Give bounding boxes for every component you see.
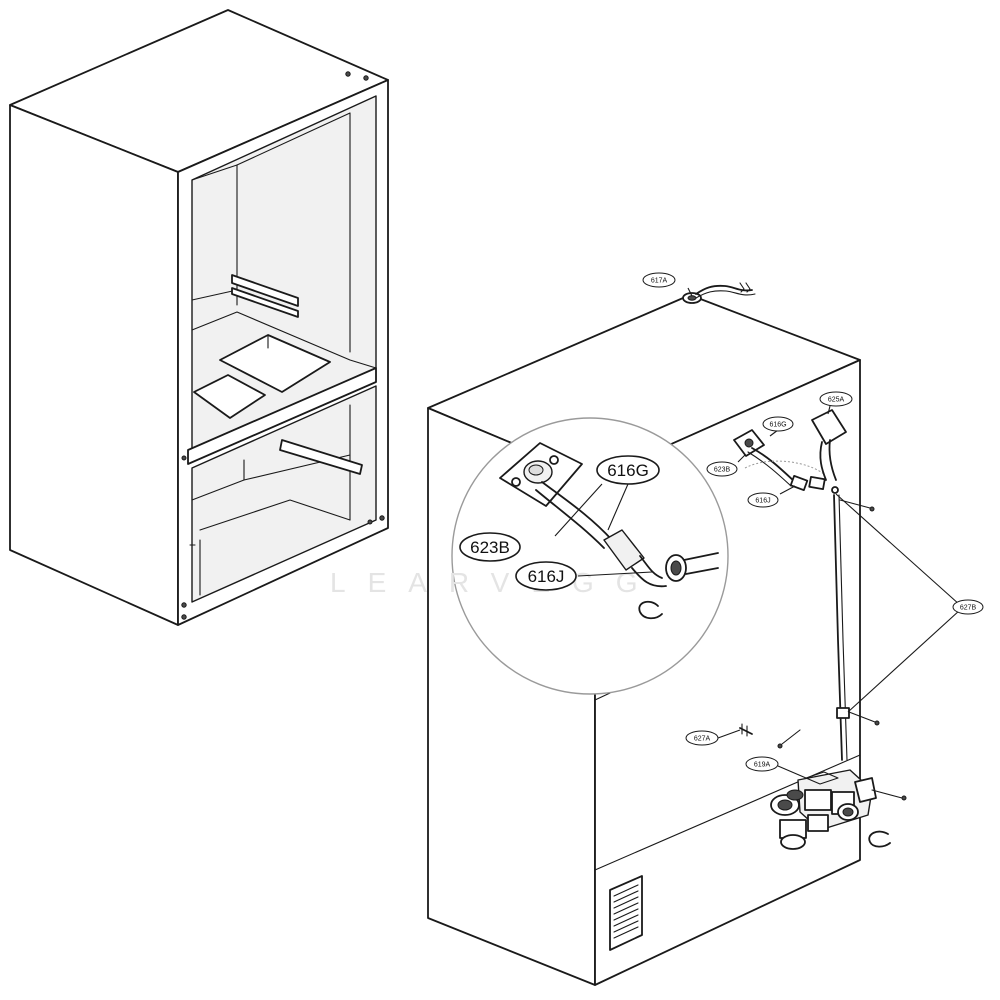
freezer-compartment bbox=[191, 385, 377, 603]
callout-627a-label: 627A bbox=[694, 736, 711, 743]
callout-617a: 617A bbox=[642, 272, 676, 288]
callout-616j-big-label: 616J bbox=[528, 567, 565, 586]
top-screw-1 bbox=[345, 71, 351, 77]
detail-magnifier: LEARVEGG bbox=[330, 417, 729, 695]
cabinet-left-face bbox=[9, 104, 179, 626]
callout-617a-label: 617A bbox=[651, 278, 668, 285]
callout-625a-label: 625A bbox=[828, 397, 845, 404]
detail-c-ring bbox=[638, 600, 663, 620]
center-mullion bbox=[187, 367, 377, 465]
connector-623b-small bbox=[733, 429, 765, 457]
callout-623b-small: 623B bbox=[706, 461, 738, 477]
shelf-rail-lower bbox=[231, 287, 299, 318]
callout-627b-label: 627B bbox=[960, 605, 977, 612]
callout-616g-small-label: 616G bbox=[769, 422, 786, 429]
callout-627a: 627A bbox=[685, 730, 719, 746]
shelf-rail-upper bbox=[231, 274, 299, 307]
vent-grille bbox=[609, 875, 643, 951]
water-valve-619a bbox=[770, 769, 907, 850]
retaining-clip bbox=[868, 830, 891, 848]
callout-619a: 619A bbox=[745, 756, 779, 772]
callout-616g-big: 616G bbox=[596, 455, 660, 485]
callout-616j-small-label: 616J bbox=[755, 498, 770, 505]
callout-616g-small: 616G bbox=[762, 416, 794, 432]
callout-623b-small-label: 623B bbox=[714, 467, 731, 474]
drawer-slide-rail bbox=[279, 439, 363, 475]
callout-623b-big-label: 623B bbox=[470, 538, 510, 557]
watermark: LEARVEGG bbox=[330, 567, 660, 598]
water-tube-vertical bbox=[833, 494, 843, 761]
refrigerator-cabinet-front bbox=[9, 9, 389, 626]
clip-627a bbox=[739, 723, 801, 749]
callout-627b: 627B bbox=[952, 599, 984, 615]
callouts: 616G 623B 616J 617A 625A 616G 623B bbox=[459, 272, 984, 772]
fill-tube-heater-625a bbox=[811, 409, 847, 481]
callout-623b-big: 623B bbox=[459, 532, 521, 562]
callout-616j-small: 616J bbox=[747, 492, 779, 508]
crisper-cover bbox=[219, 334, 331, 393]
callout-619a-label: 619A bbox=[754, 762, 771, 769]
crisper-cover-2 bbox=[193, 374, 266, 419]
callout-616g-big-label: 616G bbox=[607, 461, 649, 480]
callout-625a: 625A bbox=[819, 391, 853, 407]
leader-lines bbox=[554, 287, 961, 779]
top-screw-2 bbox=[363, 75, 369, 81]
callout-616j-big: 616J bbox=[515, 561, 577, 591]
